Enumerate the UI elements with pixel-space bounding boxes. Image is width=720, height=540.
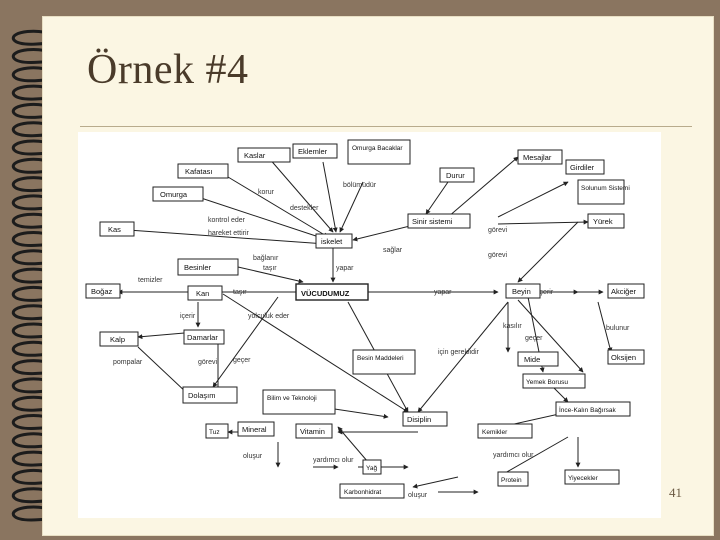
link-label: görevi [198, 359, 218, 366]
node-ince-kalin: İnce-Kalın Bağırsak [559, 405, 616, 414]
node-girdiler: Girdiler [570, 163, 595, 172]
node-teknoloji: Bilim ve Teknoloji [267, 395, 317, 402]
link-label: bulunur [606, 325, 630, 332]
link-label: kasılır [503, 323, 522, 330]
node-protein: Protein [501, 477, 522, 484]
node-kaslar: Kaslar [244, 151, 266, 160]
node-kafatasi: Kafatası [185, 167, 213, 176]
node-yag: Yağ [366, 465, 377, 472]
node-vitamin: Vitamin [300, 427, 325, 436]
link-label: taşır [233, 289, 247, 296]
link-label: destekler [290, 205, 319, 212]
node-besinler: Besinler [184, 263, 212, 272]
node-kalp: Kalp [110, 335, 125, 344]
link-label: bağlanır [253, 255, 279, 262]
link-label: yapar [336, 265, 354, 272]
node-yiyecekler: Yiyecekler [568, 475, 599, 482]
link-label: yardımcı olur [313, 457, 354, 464]
node-yemek-borusu: Yemek Borusu [526, 379, 568, 386]
node-karbonhidrat: Karbonhidrat [344, 489, 381, 496]
node-sinir-sistemi: Sinir sistemi [412, 217, 453, 226]
link-label: kontrol eder [208, 217, 246, 224]
link-label: oluşur [408, 492, 428, 499]
node-bogaz: Boğaz [91, 287, 113, 296]
node-vucudumuz: VÜCUDUMUZ [301, 289, 350, 298]
link-label: sağlar [383, 247, 403, 254]
link-label: pompalar [113, 359, 143, 366]
node-solunum: Solunum Sistemi [581, 185, 630, 192]
node-mesajlar: Mesajlar [523, 153, 552, 162]
node-kan: Kan [196, 289, 209, 298]
link-label: görevi [488, 252, 508, 259]
link-label: yardımcı olur [493, 452, 534, 459]
node-omurga-bacaklar: Omurga Bacaklar [352, 145, 403, 152]
node-kemikler: Kemikler [482, 429, 508, 436]
node-disiplin: Disiplin [407, 415, 431, 424]
link-label: yolculuk eder [248, 313, 290, 320]
link-label: oluşur [243, 453, 263, 460]
slide-title: Örnek #4 [87, 47, 249, 93]
node-durur: Durur [446, 171, 465, 180]
node-damarlar: Damarlar [187, 333, 218, 342]
node-besin-maddeleri: Besin Maddeleri [357, 355, 404, 362]
node-omurga: Omurga [160, 190, 188, 199]
connector-lines [117, 156, 613, 495]
node-mide: Mide [524, 355, 540, 364]
node-dolasim: Dolaşım [188, 391, 216, 400]
link-label: içerir [538, 289, 554, 296]
node-tuz: Tuz [209, 429, 220, 436]
node-oksijen: Oksijen [611, 353, 636, 362]
link-label: hareket ettirir [208, 230, 250, 237]
link-label: görevi [488, 227, 508, 234]
link-label: bölümüdür [343, 182, 377, 189]
node-kas: Kas [108, 225, 121, 234]
concept-nodes: Kaslar Eklemler Omurga Bacaklar Kafatası… [85, 139, 645, 499]
node-beyin: Beyin [512, 287, 531, 296]
concept-map-canvas: korur destekler bölümüdür kontrol eder h… [85, 139, 645, 499]
link-label: içerir [180, 313, 196, 320]
link-label: geçer [525, 335, 543, 342]
title-divider [80, 126, 692, 127]
link-label: korur [258, 189, 275, 196]
concept-map: korur destekler bölümüdür kontrol eder h… [78, 132, 661, 518]
node-eklemler: Eklemler [298, 147, 328, 156]
node-akciger: Akciğer [611, 287, 637, 296]
node-iskelet: iskelet [321, 237, 343, 246]
link-label: geçer [233, 357, 251, 364]
link-label: taşır [263, 265, 277, 272]
link-label: temizler [138, 277, 163, 284]
node-mineral: Mineral [242, 425, 267, 434]
link-label: yapar [434, 289, 452, 296]
link-label: için gereklidir [438, 349, 480, 356]
page-number: 41 [669, 485, 682, 500]
node-yurek: Yürek [593, 217, 613, 226]
